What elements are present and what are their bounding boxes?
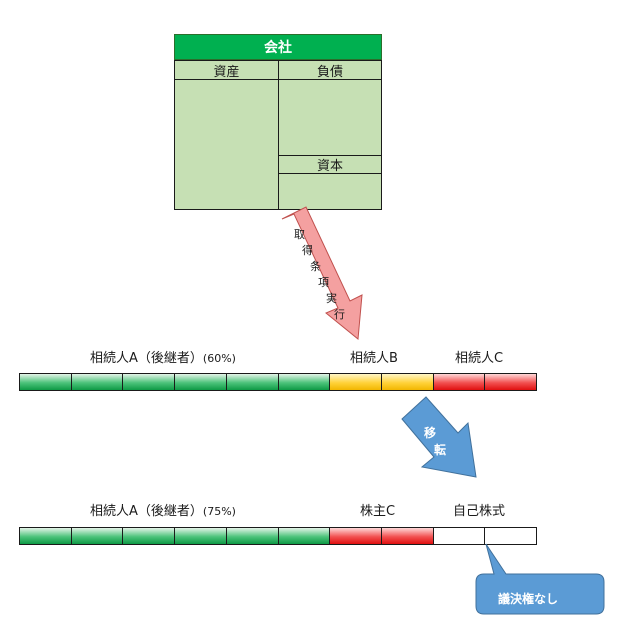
share-segment-green [123,374,176,390]
callout-text: 議決権なし [498,592,559,606]
share-segment-red [330,528,382,544]
share-segment-yellow [381,374,434,390]
share-segment-green [175,528,227,544]
share-segment-green [226,528,279,544]
acquisition-arrow [281,206,363,340]
arrow1-char-2: 条 [310,260,321,273]
balance-sheet: 会社 資産 負債 資本 [174,34,382,210]
capital-cell [278,173,382,210]
share-segment-green [278,374,331,390]
liabilities-cell [278,79,382,156]
row2-share-bar [19,527,537,545]
share-segment-green [123,528,176,544]
transfer-arrow [401,396,477,478]
share-segment-white [433,528,486,544]
share-segment-green [71,374,124,390]
share-segment-green [278,528,331,544]
share-segment-green [71,528,124,544]
acquisition-arrow-text: 取 得 条 項 実 行 [290,226,360,326]
share-segment-green [226,374,279,390]
assets-header: 資産 [174,60,279,80]
share-segment-green [20,374,72,390]
callout-shape [475,543,605,615]
row2-treasury-stock-label: 自己株式 [453,504,506,519]
row1-heir-a-label: 相続人A（後継者）(60%) [90,347,236,366]
arrow1-char-5: 行 [334,308,345,321]
row1-heir-c-label: 相続人C [455,351,504,366]
arrow1-char-3: 項 [318,276,329,289]
row1-share-bar [19,373,537,391]
arrow1-char-1: 得 [302,244,313,257]
row2-heir-a-main: 相続人A（後継者） [90,504,203,519]
row1-heir-a-main: 相続人A（後継者） [90,351,203,366]
acquisition-arrow-shape [281,206,363,340]
share-segment-red [485,374,537,390]
share-segment-white [485,528,537,544]
row2-heir-a-pct: (75%) [202,505,236,518]
no-voting-rights-callout [475,543,605,615]
liabilities-header: 負債 [278,60,382,80]
row1-heir-a-pct: (60%) [202,352,236,365]
row2-heir-a-label: 相続人A（後継者）(75%) [90,500,236,519]
share-segment-green [175,374,227,390]
arrow1-char-4: 実 [326,292,337,305]
share-segment-red [381,528,434,544]
company-title: 会社 [174,34,382,60]
row1-heir-b-label: 相続人B [350,351,398,366]
capital-header: 資本 [278,155,382,174]
row2-shareholder-c-label: 株主C [360,504,396,519]
share-segment-yellow [330,374,382,390]
arrow1-char-0: 取 [294,228,305,241]
share-segment-red [433,374,486,390]
arrow2-char-1: 転 [434,443,447,457]
assets-cell [174,79,279,210]
transfer-arrow-shape [401,396,477,478]
arrow2-char-0: 移 [424,426,437,440]
share-segment-green [20,528,72,544]
